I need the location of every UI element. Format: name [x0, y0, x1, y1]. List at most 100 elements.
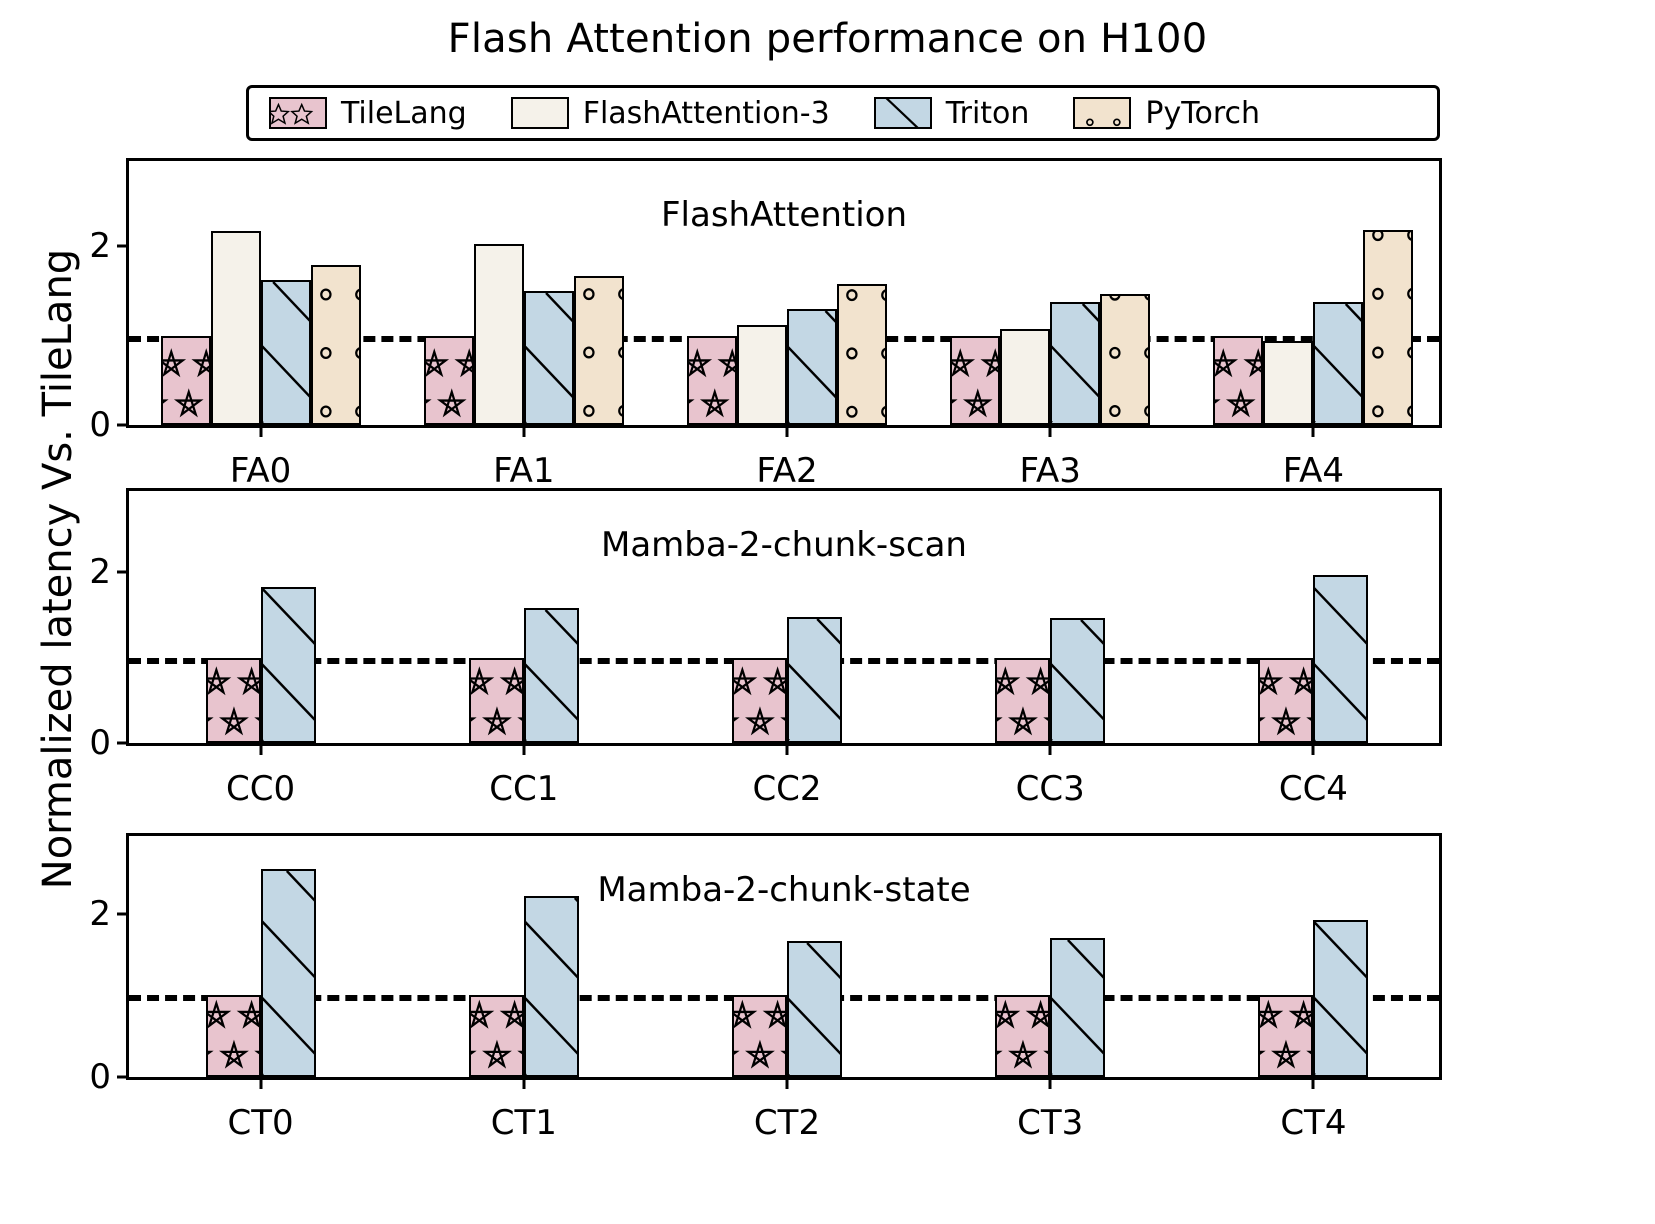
chart-legend: TileLang FlashAttention-3 Triton PyTorch — [246, 85, 1440, 141]
x-tick-label-ct3: CT3 — [1017, 1103, 1084, 1143]
bar-pytorch-fa4 — [1363, 229, 1414, 425]
y-tick-mark — [117, 741, 129, 745]
bar-tilelang-fa4 — [1213, 335, 1264, 425]
legend-entry-tilelang: TileLang — [269, 88, 467, 138]
bar-flashattention-3-fa0 — [210, 230, 261, 425]
y-tick-label: 2 — [89, 893, 111, 934]
legend-label-pytorch: PyTorch — [1145, 95, 1261, 131]
y-tick-label: 2 — [89, 226, 111, 267]
bar-pytorch-fa0 — [310, 264, 361, 425]
x-tick-mark — [1048, 1077, 1052, 1089]
bar-triton-ct3 — [1050, 938, 1106, 1077]
x-tick-label-cc0: CC0 — [226, 769, 296, 809]
bar-triton-cc3 — [1050, 618, 1106, 743]
x-tick-mark — [522, 1077, 526, 1089]
legend-label-triton: Triton — [945, 95, 1030, 131]
bar-tilelang-cc2 — [732, 657, 787, 743]
x-tick-mark — [1048, 743, 1052, 755]
y-tick-mark — [117, 570, 129, 574]
bar-triton-cc1 — [523, 608, 579, 743]
bar-triton-fa4 — [1313, 302, 1364, 425]
bar-tilelang-fa2 — [687, 335, 737, 425]
bar-pytorch-fa2 — [837, 283, 887, 425]
x-tick-label-fa0: FA0 — [229, 451, 292, 491]
legend-swatch-flashattention-3 — [510, 97, 569, 129]
x-tick-label-ct0: CT0 — [227, 1103, 294, 1143]
y-tick-mark — [117, 1075, 129, 1079]
x-tick-label-ct2: CT2 — [753, 1103, 821, 1143]
x-tick-mark — [522, 425, 526, 437]
bar-triton-fa1 — [523, 290, 574, 425]
x-tick-mark — [1311, 1077, 1315, 1089]
bar-tilelang-ct4 — [1258, 995, 1314, 1077]
x-tick-mark — [522, 743, 526, 755]
bar-tilelang-cc3 — [995, 657, 1051, 743]
x-tick-mark — [785, 425, 789, 437]
x-tick-label-cc2: CC2 — [752, 769, 822, 809]
bar-tilelang-ct1 — [468, 995, 524, 1077]
legend-swatch-pytorch — [1073, 97, 1132, 129]
x-tick-mark — [785, 743, 789, 755]
chart-title: Flash Attention performance on H100 — [447, 16, 1208, 62]
bar-flashattention-3-fa3 — [1000, 329, 1051, 425]
y-tick-mark — [117, 244, 129, 248]
y-axis-label: Normalized latency Vs. TileLang — [35, 248, 81, 890]
x-tick-label-cc4: CC4 — [1278, 769, 1348, 809]
bar-tilelang-ct0 — [205, 995, 261, 1077]
subplot-title: FlashAttention — [660, 195, 908, 235]
x-tick-label-ct1: CT1 — [490, 1103, 557, 1143]
legend-swatch-triton — [873, 97, 932, 129]
legend-label-tilelang: TileLang — [341, 95, 467, 131]
x-tick-mark — [259, 425, 263, 437]
legend-entry-flashattention-3: FlashAttention-3 — [510, 88, 830, 138]
legend-entry-pytorch: PyTorch — [1073, 88, 1260, 138]
subplot-title: Mamba-2-chunk-scan — [601, 525, 967, 565]
y-tick-label: 0 — [89, 723, 111, 763]
bar-tilelang-fa3 — [950, 335, 1001, 425]
legend-entry-triton: Triton — [873, 88, 1030, 138]
x-tick-mark — [1048, 425, 1052, 437]
x-tick-mark — [1311, 743, 1315, 755]
x-tick-label-cc3: CC3 — [1015, 769, 1085, 809]
x-tick-mark — [259, 1077, 263, 1089]
bar-triton-ct2 — [787, 940, 842, 1077]
bar-tilelang-cc1 — [468, 657, 524, 743]
bar-flashattention-3-fa4 — [1263, 340, 1314, 425]
y-tick-mark — [117, 912, 129, 916]
bar-triton-ct1 — [523, 895, 579, 1077]
bar-tilelang-fa1 — [423, 335, 474, 425]
bar-tilelang-ct3 — [995, 995, 1051, 1077]
y-tick-label: 0 — [89, 405, 111, 445]
bar-pytorch-fa3 — [1100, 294, 1151, 425]
bar-triton-cc2 — [787, 617, 842, 743]
x-tick-label-cc1: CC1 — [489, 769, 559, 809]
bar-flashattention-3-fa2 — [737, 324, 787, 425]
bar-triton-ct4 — [1313, 920, 1369, 1077]
bar-pytorch-fa1 — [573, 276, 624, 425]
y-tick-label: 0 — [89, 1057, 111, 1097]
subplot-title: Mamba-2-chunk-state — [597, 870, 971, 910]
bar-tilelang-fa0 — [160, 335, 211, 425]
bar-tilelang-cc0 — [205, 657, 261, 743]
x-tick-label-fa2: FA2 — [756, 451, 818, 491]
bar-triton-fa0 — [260, 280, 311, 425]
x-tick-mark — [1311, 425, 1315, 437]
x-tick-label-fa1: FA1 — [493, 451, 555, 491]
x-tick-mark — [259, 743, 263, 755]
bar-flashattention-3-fa1 — [473, 244, 524, 425]
x-tick-label-ct4: CT4 — [1280, 1103, 1347, 1143]
y-tick-label: 2 — [89, 552, 111, 593]
x-tick-label-fa4: FA4 — [1282, 451, 1345, 491]
bar-triton-ct0 — [260, 868, 316, 1077]
legend-label-flashattention-3: FlashAttention-3 — [582, 95, 830, 131]
x-tick-mark — [785, 1077, 789, 1089]
legend-swatch-tilelang — [269, 97, 327, 129]
bar-tilelang-ct2 — [732, 995, 787, 1077]
